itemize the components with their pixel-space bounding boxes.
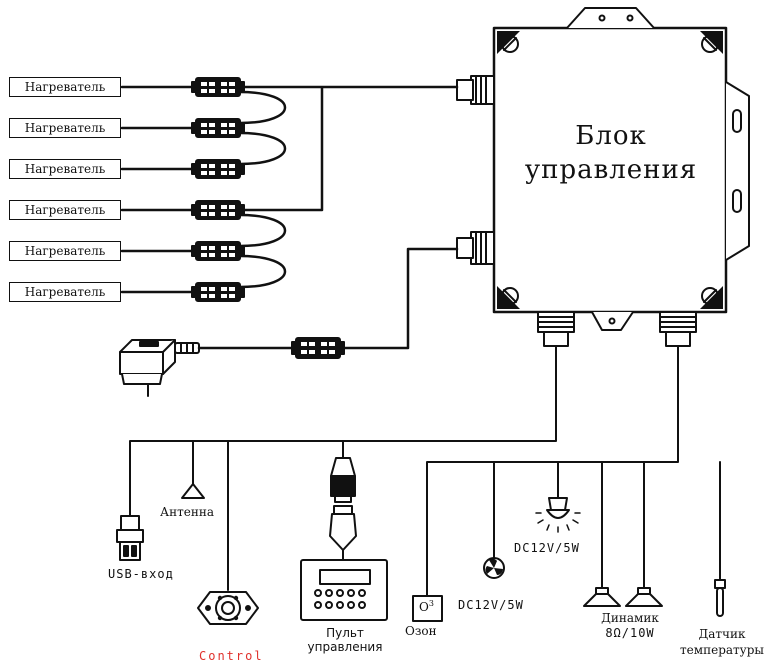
usb-label: USB-вход [108, 567, 174, 581]
control-box-title-line1: Блок [575, 121, 647, 151]
remote-label-line1: Пульт [326, 626, 364, 640]
speaker-label: Динамик 8Ω/10W [586, 611, 674, 641]
control-box-title-line2: управления [524, 155, 698, 185]
remote-control-icon [300, 559, 388, 621]
ozone-mark-sub: 3 [428, 599, 434, 608]
control-box-title: Блок управления [496, 119, 726, 187]
cable-gland-icon [659, 311, 697, 347]
remote-label: Пульт управления [306, 626, 384, 654]
heater-label: Нагреватель [9, 200, 121, 220]
heater-label: Нагреватель [9, 241, 121, 261]
speaker-icon [625, 587, 663, 607]
antenna-icon [181, 483, 205, 499]
cable-gland-icon [537, 311, 575, 347]
control-panel-icon [197, 591, 259, 625]
control-label: Control [199, 649, 264, 663]
heater-label: Нагреватель [9, 118, 121, 138]
cable-gland-icon [456, 75, 495, 105]
usb-connector-icon [116, 515, 144, 561]
heater-label: Нагреватель [9, 77, 121, 97]
temperature-sensor-label-line2: температуры [680, 643, 764, 657]
heater-label: Нагреватель [9, 282, 121, 302]
temperature-sensor-icon [714, 579, 726, 617]
fan-icon [483, 557, 505, 579]
power-plug-icon [119, 339, 200, 397]
heater-label: Нагреватель [9, 159, 121, 179]
light-bulb-icon [535, 497, 581, 533]
fan-spec-label: DC12V/5W [458, 598, 524, 612]
connector-icon [191, 77, 245, 302]
control-box-icon [492, 7, 750, 331]
connector-icon [291, 337, 345, 359]
antenna-label: Антенна [160, 505, 214, 519]
ozone-generator-icon [412, 595, 443, 622]
light-spec-label: DC12V/5W [514, 541, 580, 555]
cable-gland-icon [456, 231, 495, 265]
ozone-mark-letter: O [419, 600, 429, 614]
temperature-sensor-label-line1: Датчик [698, 627, 746, 641]
speaker-label-line1: Динамик [601, 611, 659, 625]
speaker-icon [583, 587, 621, 607]
remote-connector-icon [329, 457, 357, 561]
speaker-label-line2: 8Ω/10W [605, 626, 655, 640]
temperature-sensor-label: Датчик температуры [674, 626, 770, 658]
ozone-label: Озон [405, 624, 437, 638]
remote-label-line2: управления [307, 640, 383, 654]
ozone-mark: O3 [419, 599, 434, 614]
